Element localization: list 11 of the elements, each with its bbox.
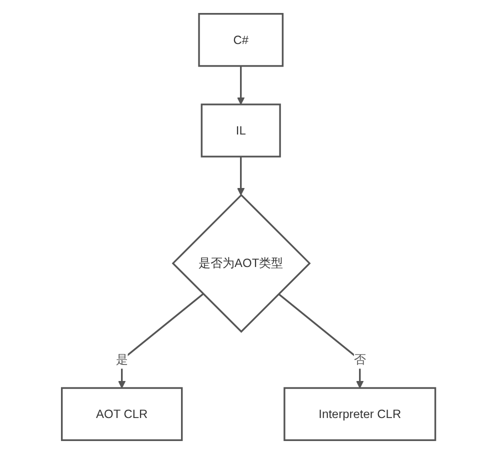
edge-label: 否: [354, 352, 366, 366]
node-box: Interpreter CLR: [284, 387, 436, 442]
arrow: [237, 156, 245, 196]
node-box: C#: [198, 12, 284, 67]
node-box: IL: [200, 104, 281, 158]
edge-label: 是: [116, 352, 128, 366]
node-box: AOT CLR: [60, 387, 183, 442]
arrow: [237, 66, 245, 105]
arrow: [278, 293, 364, 388]
node-diamond: 是否为AOT类型: [172, 194, 311, 333]
arrow: [118, 293, 204, 388]
